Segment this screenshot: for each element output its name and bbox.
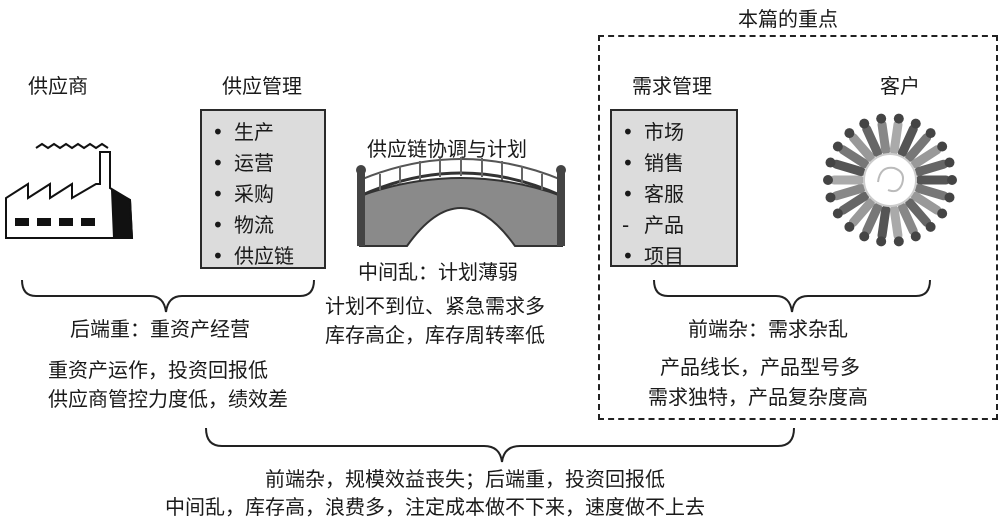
person-figure [831, 159, 866, 177]
backend-line-2: 供应商管控力度低，绩效差 [48, 387, 288, 411]
person-head [947, 175, 957, 185]
person-head [823, 175, 833, 185]
person-figure [897, 124, 918, 158]
person-head [859, 231, 870, 242]
middle-line-1: 计划不到位、紧急需求多 [325, 294, 545, 318]
list-item: •销售 [622, 151, 684, 175]
person-figure [910, 145, 942, 169]
circle-center [863, 153, 917, 207]
person-head [832, 208, 843, 219]
person-head [925, 128, 936, 139]
person-head [910, 118, 921, 129]
person-head [937, 208, 948, 219]
person-head [859, 118, 870, 129]
frontend-heading: 前端杂：需求杂乱 [688, 317, 848, 341]
person-head [925, 221, 936, 232]
person-figure [914, 183, 949, 201]
brace-summary [205, 427, 795, 463]
frontend-line-1: 产品线长，产品型号多 [660, 355, 860, 379]
demand-mgmt-title: 需求管理 [632, 74, 712, 98]
middle-line-2: 库存高企，库存周转率低 [325, 323, 545, 347]
bridge-icon [356, 157, 566, 247]
person-head [876, 113, 887, 124]
person-figure [877, 205, 891, 240]
person-figure [877, 120, 891, 155]
factory-icon [5, 142, 134, 239]
backend-line-1: 重资产运作，投资回报低 [48, 358, 268, 382]
person-head [832, 141, 843, 152]
person-figure [905, 198, 932, 227]
focus-title: 本篇的重点 [738, 7, 838, 31]
bridge-title: 供应链协调与计划 [367, 137, 527, 161]
list-item: •采购 [212, 182, 274, 206]
person-head [910, 231, 921, 242]
person-head [825, 192, 836, 203]
person-figure [862, 124, 883, 158]
list-item: -产品 [622, 213, 684, 237]
list-item: •供应链 [212, 244, 294, 268]
brace-backend [21, 279, 315, 313]
person-head [876, 236, 887, 247]
list-item: •生产 [212, 120, 274, 144]
person-head [893, 113, 904, 124]
demand-mgmt-box: •市场 •销售 •客服 -产品 •项目 [610, 109, 738, 268]
person-figure [889, 120, 903, 155]
person-figure [848, 133, 875, 162]
person-head [937, 141, 948, 152]
list-item: •市场 [622, 120, 684, 144]
summary-line-2: 中间乱，库存高，浪费多，注定成本做不下来，速度做不上去 [165, 495, 705, 519]
person-head [844, 128, 855, 139]
person-figure [897, 202, 918, 236]
people-circle-icon [823, 113, 957, 247]
person-figure [862, 202, 883, 236]
list-item: •项目 [622, 244, 684, 268]
person-figure [914, 159, 949, 177]
person-figure [831, 183, 866, 201]
frontend-line-2: 需求独特，产品复杂度高 [648, 385, 868, 409]
summary-line-1: 前端杂，规模效益丧失；后端重，投资回报低 [265, 467, 665, 491]
focus-region [598, 35, 998, 420]
person-head [944, 157, 955, 168]
brace-frontend [653, 279, 931, 313]
person-figure [889, 205, 903, 240]
supply-mgmt-box: •生产 •运营 •采购 •物流 •供应链 [200, 109, 326, 269]
person-head [825, 157, 836, 168]
list-item: •物流 [212, 213, 274, 237]
person-figure [848, 198, 875, 227]
person-figure [838, 145, 870, 169]
person-figure [910, 191, 942, 215]
swirl-mark [877, 166, 904, 193]
person-head [844, 221, 855, 232]
list-item: •运营 [212, 151, 274, 175]
person-figure [838, 191, 870, 215]
list-item: •客服 [622, 182, 684, 206]
supplier-title: 供应商 [28, 74, 88, 98]
person-figure [905, 133, 932, 162]
backend-heading: 后端重：重资产经营 [70, 317, 250, 341]
person-head [893, 236, 904, 247]
person-head [944, 192, 955, 203]
middle-heading: 中间乱：计划薄弱 [358, 260, 518, 284]
customer-title: 客户 [880, 74, 920, 98]
supply-mgmt-title: 供应管理 [222, 74, 302, 98]
